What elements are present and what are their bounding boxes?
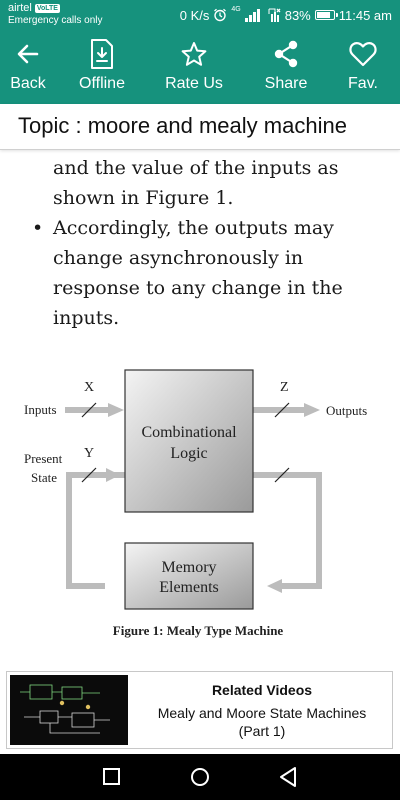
star-icon [181, 42, 207, 66]
topic-title: Topic : moore and mealy machine [18, 113, 347, 138]
label-outputs: Outputs [326, 403, 367, 418]
label-z: Z [280, 380, 289, 395]
volte-badge: VoLTE [34, 4, 60, 13]
video-title-line: (Part 1) [238, 723, 286, 739]
action-toolbar: Back Offline Rate Us Share [0, 30, 400, 104]
no-sim-icon [268, 8, 281, 22]
favorite-label: Fav. [348, 75, 378, 92]
rate-us-button[interactable]: Rate Us [154, 38, 234, 100]
battery-percent: 83% [284, 7, 311, 23]
system-navigation-bar [0, 754, 400, 800]
home-button[interactable] [187, 764, 213, 790]
bus-slash-y [81, 467, 97, 483]
recent-apps-button[interactable] [99, 764, 125, 790]
mealy-machine-diagram: X Z Y Inputs Outputs Present State Combi… [24, 369, 367, 638]
offline-label: Offline [79, 75, 125, 92]
figure-caption: Figure 1: Mealy Type Machine [113, 623, 284, 638]
combinational-label-2: Logic [170, 445, 207, 462]
label-y: Y [84, 446, 94, 461]
share-label: Share [264, 75, 308, 92]
emergency-text: Emergency calls only [8, 15, 103, 26]
label-state: State [31, 470, 57, 485]
video-title: Mealy and Moore State Machines (Part 1) [137, 704, 387, 740]
paragraph-line: and the value of the inputs as [53, 157, 339, 179]
bus-slash-feedback [274, 467, 290, 483]
feedback-arrow-head [106, 468, 120, 482]
memory-label-1: Memory [161, 559, 216, 576]
clock: 11:45 am [338, 7, 392, 23]
arrow-left-icon [17, 44, 39, 64]
bus-slash-x [81, 402, 97, 418]
label-present: Present [24, 451, 63, 466]
back-nav-button[interactable] [275, 764, 301, 790]
back-label: Back [10, 75, 46, 92]
back-button[interactable]: Back [0, 38, 68, 100]
video-thumbnail [10, 675, 128, 745]
rate-us-label: Rate Us [165, 75, 223, 92]
favorite-button[interactable]: Fav. [323, 38, 400, 100]
net-speed: 0 K/s [179, 7, 210, 23]
related-video-card[interactable]: Related Videos Mealy and Moore State Mac… [6, 671, 393, 749]
status-indicators: 0 K/s 4G 83% 11:45 am [180, 6, 392, 24]
label-inputs: Inputs [24, 402, 57, 417]
download-document-icon [91, 39, 113, 69]
combinational-label-1: Combinational [141, 424, 237, 441]
feedback-arrow-head [267, 579, 282, 593]
bullet-line: response to any change in the [53, 277, 343, 299]
memory-label-2: Elements [159, 579, 219, 596]
alarm-icon [214, 8, 227, 22]
label-x: X [84, 380, 94, 395]
feedback-loop-right [253, 472, 322, 589]
heart-icon [349, 42, 377, 67]
memory-elements-block [124, 542, 254, 610]
bullet-line: Accordingly, the outputs may [53, 217, 334, 239]
bullet-symbol: • [32, 217, 44, 239]
share-button[interactable]: Share [246, 38, 326, 100]
input-arrow-head [108, 403, 124, 417]
related-videos-title: Related Videos [211, 682, 313, 698]
signal-icon [244, 9, 260, 22]
network-type: 4G [231, 6, 241, 13]
combinational-logic-block [124, 369, 254, 513]
battery-fill [316, 12, 331, 18]
battery-icon [314, 10, 338, 20]
feedback-loop-left [66, 472, 125, 589]
bullet-line: change asynchronously in [53, 247, 304, 269]
carrier-label: airtel [8, 2, 32, 14]
article-content[interactable]: and the value of the inputs as shown in … [0, 150, 400, 670]
topic-header: Topic : moore and mealy machine [0, 104, 400, 150]
bus-slash-z [274, 402, 290, 418]
paragraph-line: shown in Figure 1. [53, 187, 234, 209]
bullet-line: inputs. [53, 307, 120, 329]
share-icon [274, 40, 298, 68]
video-title-line: Mealy and Moore State Machines [157, 705, 367, 721]
offline-button[interactable]: Offline [62, 38, 142, 100]
output-arrow-head [304, 403, 320, 417]
